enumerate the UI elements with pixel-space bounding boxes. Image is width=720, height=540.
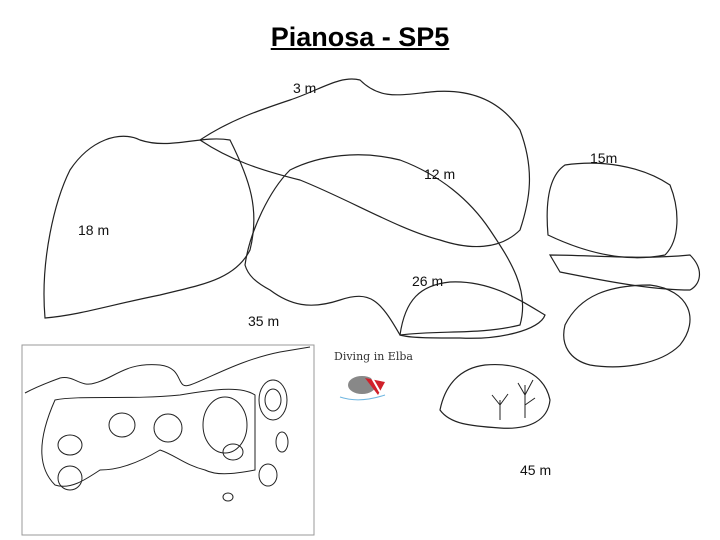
page-title: Pianosa - SP5 bbox=[270, 22, 450, 52]
rock-right-mid bbox=[548, 254, 700, 291]
rock-center bbox=[244, 154, 524, 336]
depth-label: 18 m bbox=[78, 222, 110, 238]
rock-15 bbox=[546, 162, 678, 259]
depth-label: 12 m bbox=[424, 166, 456, 182]
depth-label: 45 m bbox=[520, 462, 552, 478]
diving-in-elba-logo-icon bbox=[339, 376, 386, 401]
depth-label: 15m bbox=[590, 150, 618, 166]
depth-label: 35 m bbox=[248, 313, 280, 329]
rock-right-low bbox=[563, 284, 691, 368]
depth-label: 3 m bbox=[293, 80, 317, 96]
sea-fans bbox=[491, 379, 536, 420]
logo-text: Diving in Elba bbox=[334, 350, 413, 363]
depth-label: 26 m bbox=[412, 273, 444, 289]
rock-45 bbox=[439, 363, 551, 429]
rock-left bbox=[43, 135, 255, 319]
rock-26 bbox=[399, 281, 546, 339]
inset-map-frame bbox=[21, 344, 315, 536]
inset-map bbox=[24, 346, 311, 502]
rock-top bbox=[198, 78, 531, 248]
